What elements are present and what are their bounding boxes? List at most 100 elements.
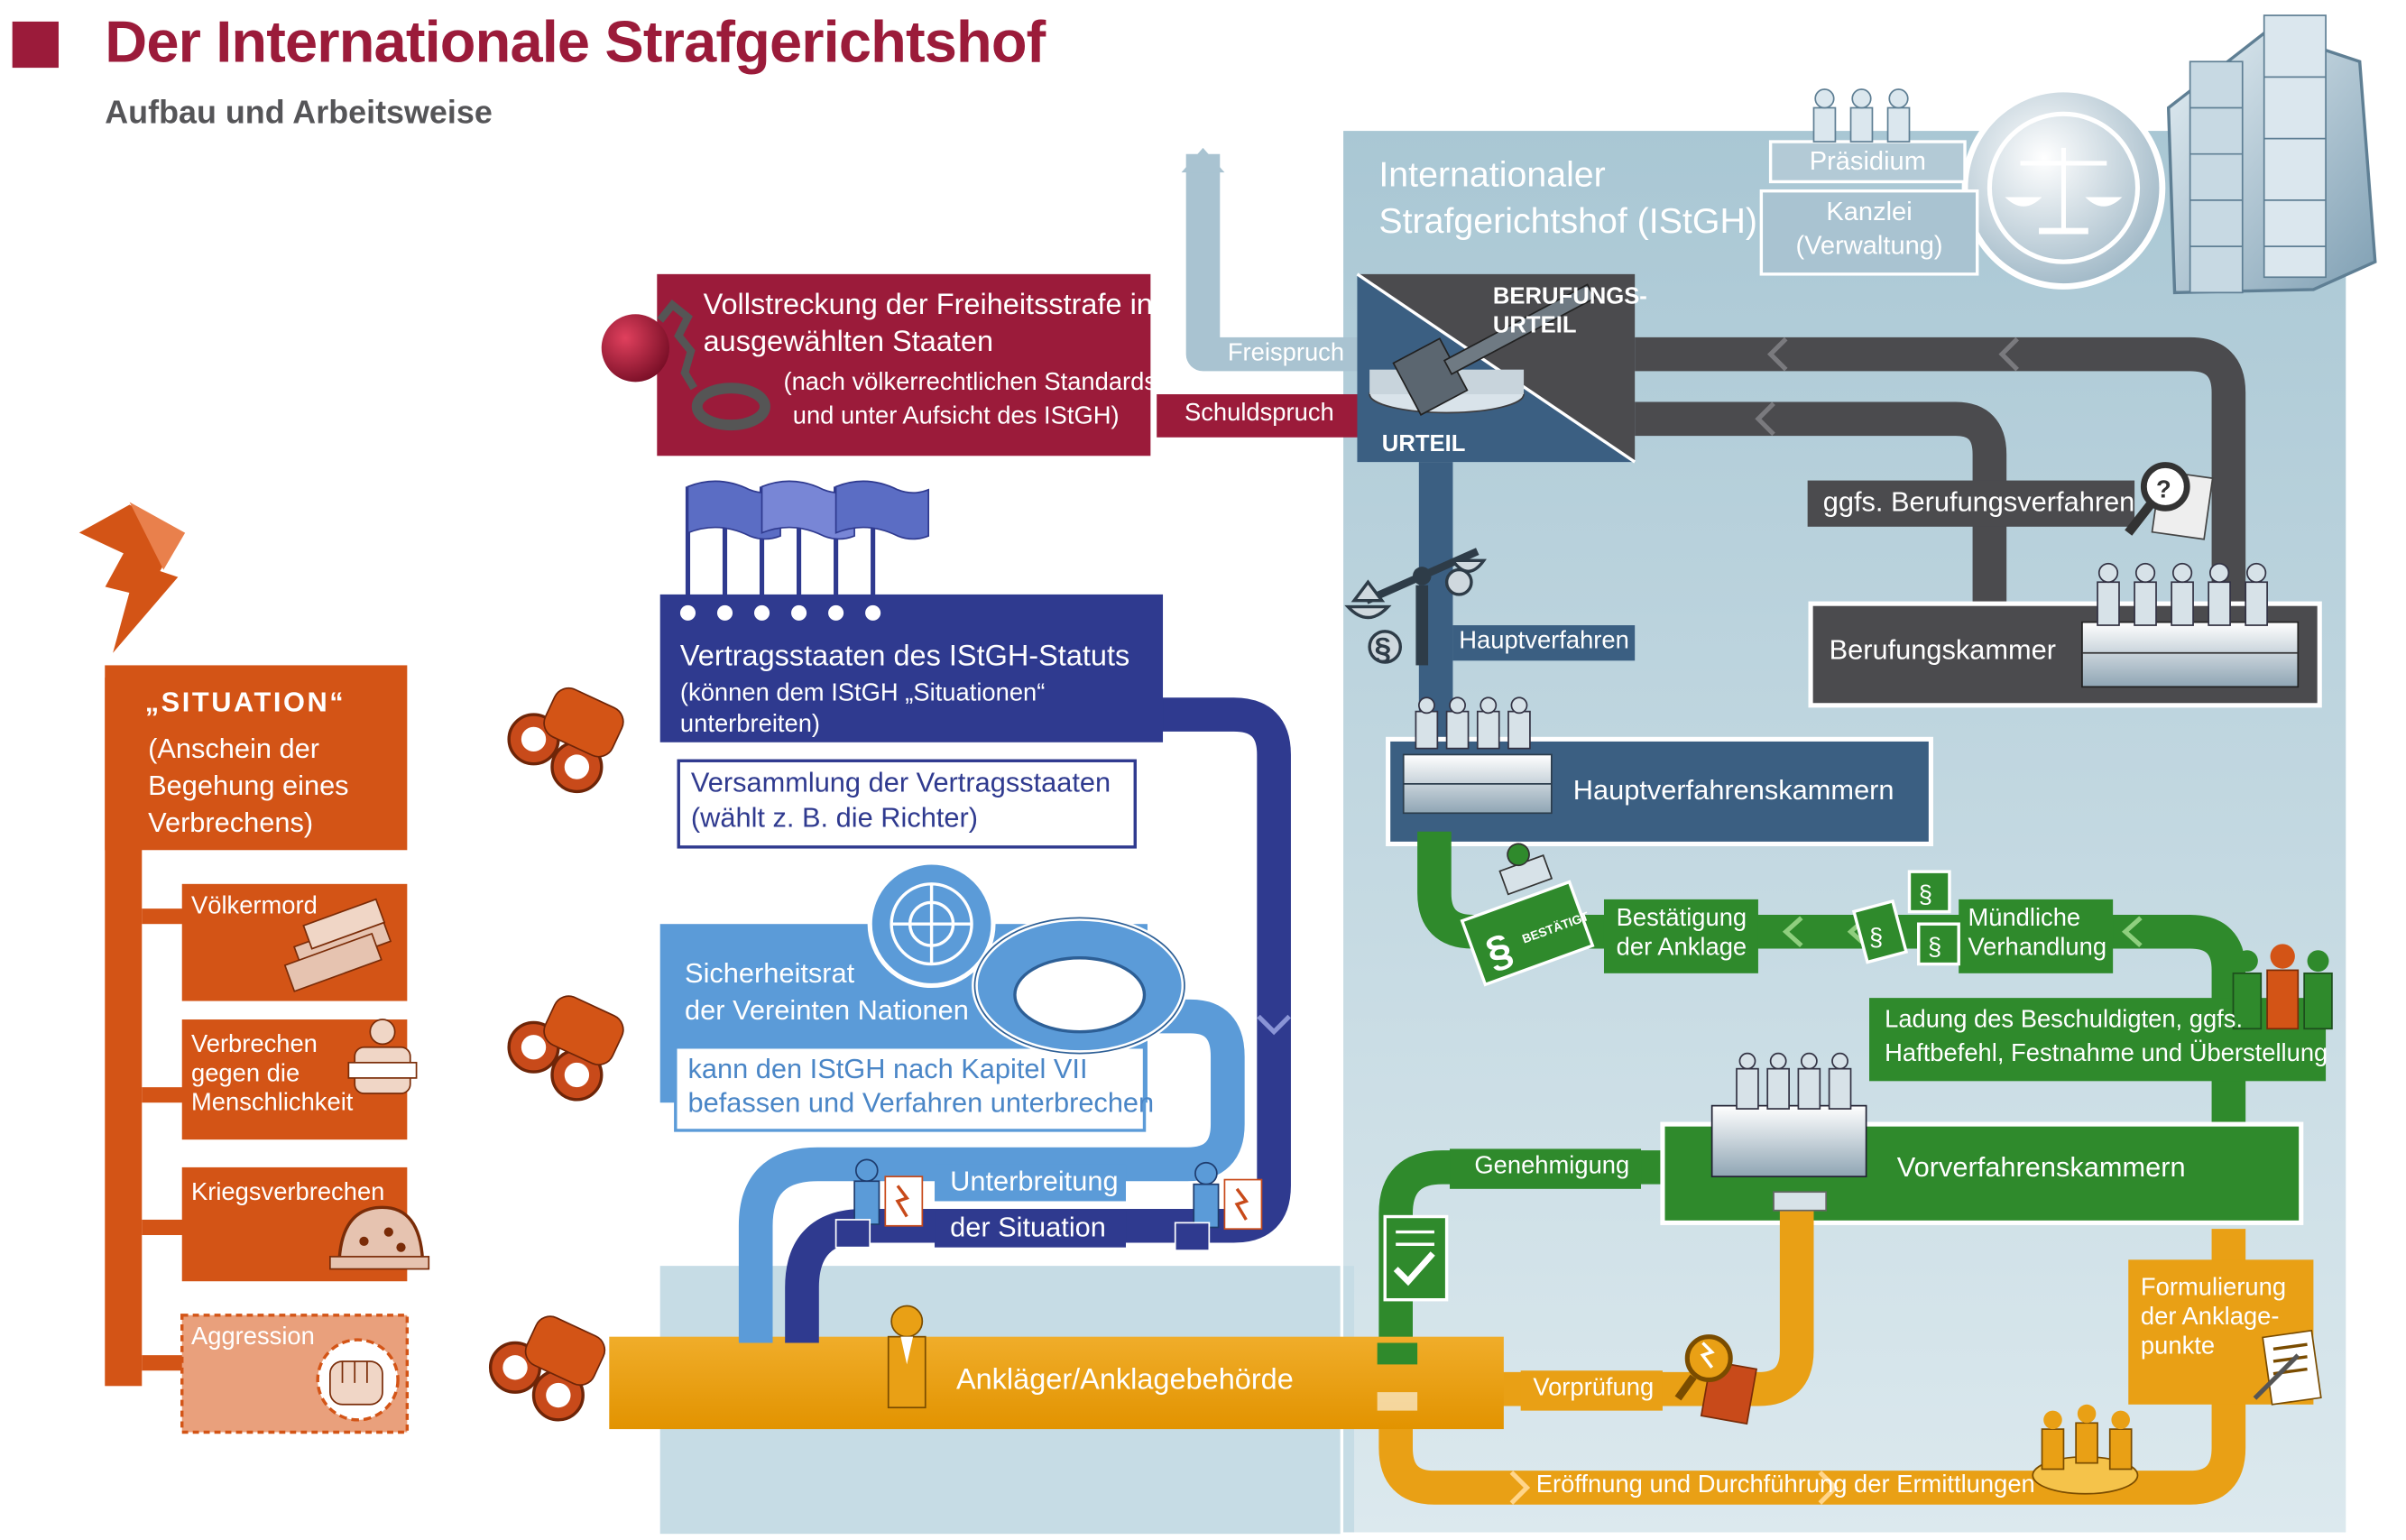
- binoculars-icon-2: [507, 995, 624, 1102]
- preliminary-exam-icon: [1674, 1334, 1758, 1425]
- berufungsurteil-label-line1: BERUFUNGS-: [1492, 283, 1647, 310]
- svg-text:§: §: [1919, 880, 1932, 908]
- situation-box: [105, 665, 408, 851]
- ladung-line1: Ladung des Beschuldigten, ggfs.: [1885, 1007, 2244, 1034]
- states-parties-line2: (können dem IStGH „Situationen“: [679, 680, 1046, 707]
- scales-icon: §: [1344, 548, 1487, 667]
- conviction-bar: [1157, 393, 1360, 438]
- berufungsurteil-label-line2: URTEIL: [1492, 312, 1577, 339]
- submission-label-top-bg: [935, 1164, 1127, 1202]
- crime-war-label: Kriegsverbrechen: [190, 1179, 385, 1206]
- crime-humanity-line3: Menschlichkeit: [190, 1090, 354, 1117]
- security-council-note: [674, 1046, 1147, 1132]
- appeal-paths: [1635, 337, 2246, 609]
- prosecutor-label: Ankläger/Anklagebehörde: [955, 1364, 1294, 1397]
- enforcement-line3: (nach völkerrechtlichen Standards: [783, 369, 1157, 396]
- situation-title: „SITUATION“: [144, 687, 346, 718]
- war-helmet-icon: [328, 1205, 430, 1270]
- pretrial-bench: [1710, 1104, 1867, 1178]
- bestaetigung-line1: Bestätigung: [1616, 905, 1747, 932]
- prosecutor-bar: [609, 1336, 1504, 1430]
- security-council-note-line1: kann den IStGH nach Kapitel VII: [687, 1053, 1088, 1084]
- genocide-icon: [283, 898, 392, 992]
- council-table-icon: [972, 914, 1188, 1057]
- pretrial-chamber-label: Vorverfahrenskammern: [1896, 1151, 2186, 1183]
- un-emblem-icon: [867, 860, 996, 989]
- presidium-judges-icon: [1812, 88, 1911, 143]
- approval-document-icon: [1383, 1214, 1449, 1302]
- magnifier-icon: ?: [2125, 462, 2214, 540]
- praesidium-label: Präsidium: [1809, 146, 1926, 176]
- oral-hearing-icon: § § §: [1851, 870, 1960, 966]
- appeal-chamber-box: [1808, 601, 2322, 708]
- svg-text:§: §: [1869, 923, 1883, 951]
- submission-label-bottom-bg: [935, 1210, 1127, 1248]
- investigation-team-icon: [2032, 1404, 2139, 1495]
- trial-judges-icon: [1415, 696, 1531, 750]
- security-council-path: [738, 999, 1245, 1343]
- ladung-line2: Haftbefehl, Festnahme und Überstellung: [1885, 1040, 2328, 1067]
- aggression-fist-icon: [316, 1338, 400, 1422]
- kanzlei-label-line2: (Verwaltung): [1795, 231, 1943, 261]
- svg-text:§: §: [1374, 632, 1391, 667]
- presidium-box: [1759, 140, 1979, 276]
- icc-label-line2: Strafgerichtshof (IStGH): [1378, 199, 1757, 241]
- title-square: [12, 21, 59, 69]
- page-title: Der Internationale Strafgerichtshof: [105, 10, 1046, 76]
- ermittlungen-label: Eröffnung und Durchführung der Ermittlun…: [1535, 1471, 2035, 1499]
- crime-genocide-label: Völkermord: [190, 893, 318, 920]
- states-parties-line1: Vertragsstaaten des IStGH-Statuts: [679, 641, 1130, 673]
- formulierung-line1: Formulierung: [2140, 1275, 2287, 1302]
- submission-persons-icon: [834, 1158, 1263, 1251]
- icc-emblem-icon: [1961, 86, 2166, 290]
- appeal-arrow-chevrons: [1755, 337, 2019, 437]
- accused-persons-icon: [2232, 944, 2333, 1030]
- hauptverfahren-label: Hauptverfahren: [1452, 625, 1636, 661]
- appeal-chamber-label: Berufungskammer: [1829, 634, 2057, 666]
- acquittal-path: [1181, 147, 1358, 372]
- appeal-judges-icon: [2097, 562, 2268, 626]
- navy-arrow-chevrons: [1257, 1014, 1292, 1036]
- svg-text:?: ?: [2156, 475, 2171, 503]
- pretrial-paths: [1378, 831, 2246, 1361]
- trial-chamber-label: Hauptverfahrenskammern: [1572, 774, 1894, 806]
- vorpruefung-label: Vorprüfung: [1533, 1375, 1655, 1402]
- flags-icon: [677, 480, 930, 624]
- enforcement-line4: und unter Aufsicht des IStGH): [792, 403, 1120, 430]
- lightning-icon: [69, 499, 189, 664]
- kanzlei-label-line1: Kanzlei: [1826, 197, 1913, 226]
- appeal-procedure-label: ggfs. Berufungsverfahren: [1822, 486, 2135, 518]
- muendlich-line2: Verhandlung: [1968, 935, 2107, 962]
- formulierung-line2: der Anklage-: [2140, 1304, 2280, 1331]
- security-council-line1: Sicherheitsrat: [685, 957, 855, 989]
- crime-aggression-label: Aggression: [190, 1324, 315, 1351]
- freispruch-label: Freispruch: [1227, 340, 1345, 367]
- genehmigung-label-bg: [1450, 1148, 1642, 1189]
- icc-label-line1: Internationaler: [1378, 153, 1606, 195]
- situation-line1: (Anschein der: [148, 733, 319, 764]
- svg-text:§: §: [1928, 932, 1941, 960]
- enforcement-line2: ausgewählten Staaten: [703, 326, 994, 359]
- crime-humanity-line1: Verbrechen: [190, 1031, 318, 1058]
- green-pretrial-inlet: [1377, 1342, 1418, 1411]
- genehmigung-label: Genehmigung: [1474, 1153, 1630, 1180]
- muendlich-line1: Mündliche: [1968, 905, 2081, 932]
- prosecutor-figure-icon: [887, 1305, 926, 1409]
- security-council-line2: der Vereinten Nationen: [685, 994, 969, 1026]
- assembly-line1: Versammlung der Vertragsstaaten: [690, 767, 1111, 798]
- confirmed-stamp-icon: §: [1460, 843, 1595, 987]
- states-parties-box: [659, 594, 1164, 742]
- crime-humanity-line2: gegen die: [190, 1061, 300, 1088]
- bestaetigung-line2: der Anklage: [1616, 935, 1747, 962]
- page-subtitle: Aufbau und Arbeitsweise: [105, 95, 493, 132]
- situation-line3: Verbrechens): [148, 807, 314, 838]
- situation-line2: Begehung eines: [148, 770, 349, 801]
- pretrial-chamber-connector: [1773, 1191, 1828, 1212]
- binoculars-icon-1: [507, 687, 624, 794]
- charges-document-icon: [2253, 1329, 2322, 1406]
- security-council-note-line2: befassen und Verfahren unterbrechen: [687, 1087, 1155, 1119]
- submission-line1: Unterbreitung: [950, 1166, 1119, 1197]
- submission-line2: der Situation: [950, 1212, 1106, 1243]
